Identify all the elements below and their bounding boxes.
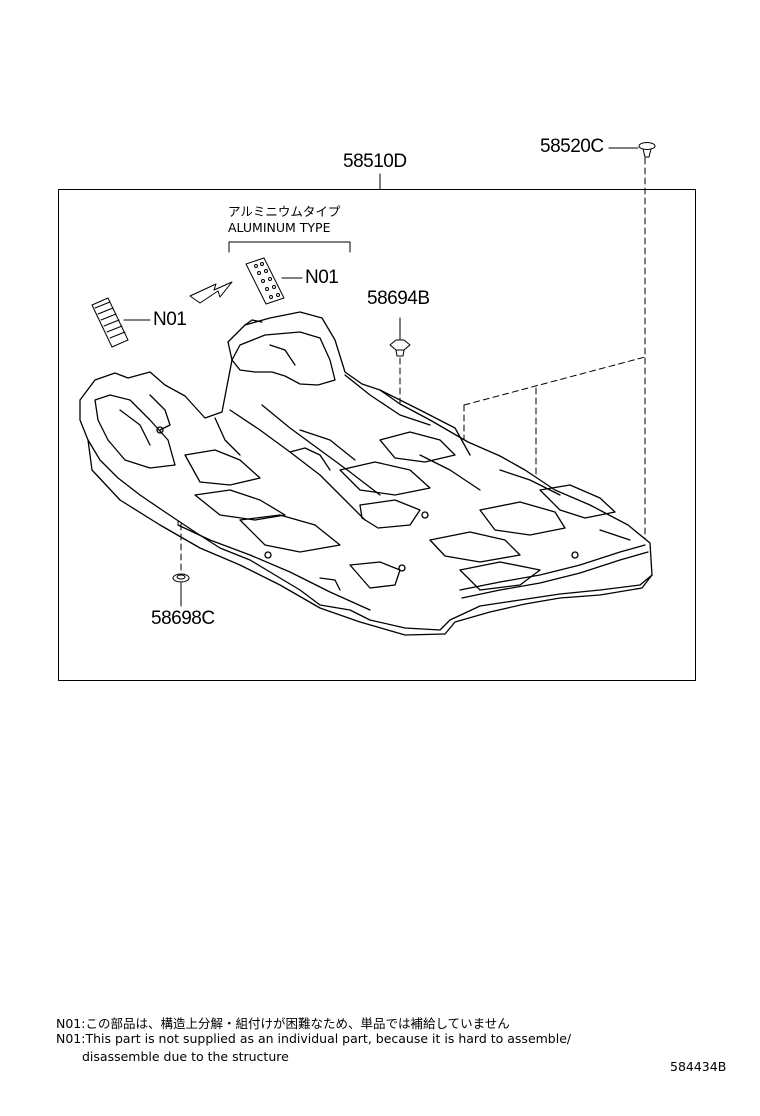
diagram-frame bbox=[58, 189, 696, 681]
fastener-58698c-icon bbox=[172, 573, 190, 583]
arrow-left-icon bbox=[189, 281, 233, 304]
clip-58520c-icon bbox=[638, 142, 656, 158]
part-label-n01-pedal: N01 bbox=[153, 309, 187, 330]
part-label-n01-plate: N01 bbox=[305, 267, 339, 288]
part-label-58694b: 58694B bbox=[367, 288, 430, 309]
footnote-en-line1: N01:This part is not supplied as an indi… bbox=[56, 1031, 572, 1046]
part-label-58510d: 58510D bbox=[343, 151, 407, 172]
footnote-en-line2: disassemble due to the structure bbox=[82, 1049, 289, 1064]
aluminum-bracket bbox=[228, 241, 351, 253]
aluminum-type-en-label: ALUMINUM TYPE bbox=[228, 220, 331, 235]
pedal-plate-icon bbox=[91, 297, 129, 348]
aluminum-type-jp-label: アルミニウムタイプ bbox=[228, 204, 341, 219]
reference-code: 584434B bbox=[670, 1059, 727, 1074]
footnote-jp: N01:この部品は、構造上分解・組付けが困難なため、単品では補給していません bbox=[56, 1016, 510, 1031]
fastener-58694b-icon bbox=[389, 339, 411, 357]
floor-carpet bbox=[79, 311, 653, 636]
pedal-plate-aluminum-icon bbox=[245, 257, 285, 305]
part-label-58698c: 58698C bbox=[151, 608, 215, 629]
part-label-58520c: 58520C bbox=[540, 136, 604, 157]
